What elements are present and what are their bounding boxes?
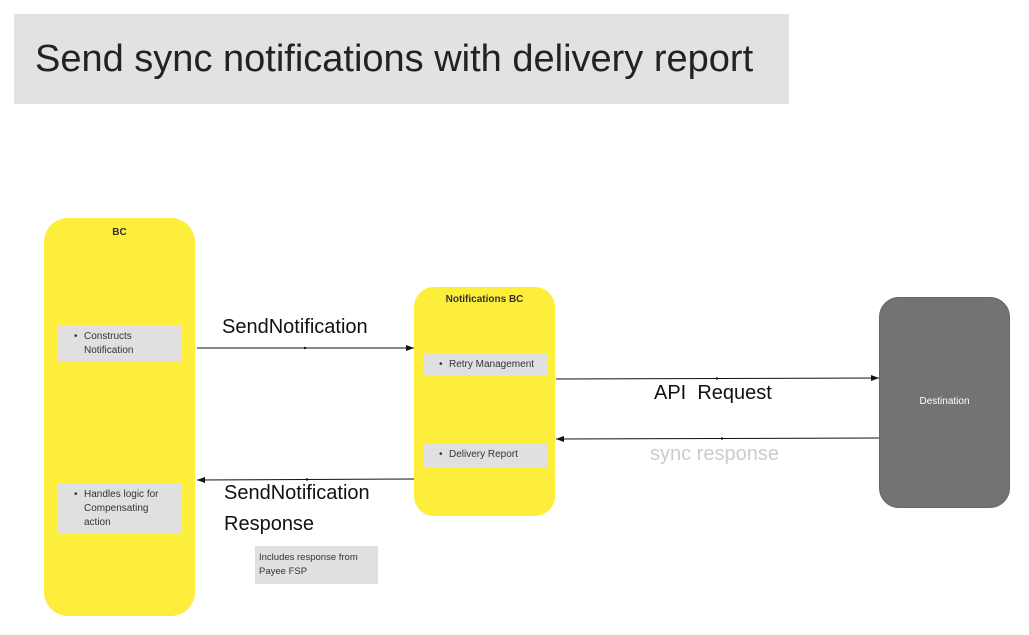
note-line: Payee FSP	[259, 566, 308, 577]
card-line: Handles logic for	[84, 489, 159, 500]
destination-label: Destination	[919, 396, 970, 407]
card-line: action	[84, 517, 111, 528]
sync-response-arrow	[555, 435, 880, 442]
notifications-bc-title: Notifications BC	[445, 294, 524, 305]
delivery-report-card: • Delivery Report	[423, 443, 547, 467]
card-label: Delivery Report	[449, 449, 518, 460]
bullet: •	[74, 331, 78, 342]
send-notification-response-arrow	[196, 476, 415, 483]
title-banner: Send sync notifications with delivery re…	[14, 14, 789, 104]
sync-response-arrow-midpoint	[720, 437, 724, 440]
card-line: Constructs	[84, 331, 132, 342]
notifications-bc-container: Notifications BC	[414, 287, 555, 516]
bullet: •	[439, 359, 443, 370]
constructs-notification-card: • Constructs Notification	[58, 325, 182, 362]
response-note: Includes response from Payee FSP	[255, 546, 378, 584]
send-notification-response-label-line1: SendNotification	[224, 482, 370, 504]
note-line: Includes response from	[259, 552, 358, 563]
card-line: Notification	[84, 345, 134, 356]
send-notification-label: SendNotification	[222, 316, 368, 338]
bc-title: BC	[112, 227, 127, 238]
api-request-arrow-midpoint	[715, 377, 719, 380]
retry-management-card: • Retry Management	[423, 353, 547, 376]
sync-response-label: sync response	[650, 443, 779, 465]
send-notification-arrow-midpoint	[303, 346, 307, 350]
page-title: Send sync notifications with delivery re…	[35, 38, 754, 80]
bullet: •	[74, 489, 78, 500]
destination-container: Destination	[879, 297, 1010, 508]
send-notification-response-label-line2: Response	[224, 513, 315, 535]
send-notification-response-arrow-midpoint	[305, 478, 309, 481]
card-label: Retry Management	[449, 359, 535, 370]
api-request-label: API Request	[654, 382, 772, 404]
bullet: •	[439, 449, 443, 460]
compensating-action-card: • Handles logic for Compensating action	[58, 484, 182, 534]
card-line: Compensating	[84, 503, 149, 514]
bc-container: BC	[44, 218, 195, 616]
